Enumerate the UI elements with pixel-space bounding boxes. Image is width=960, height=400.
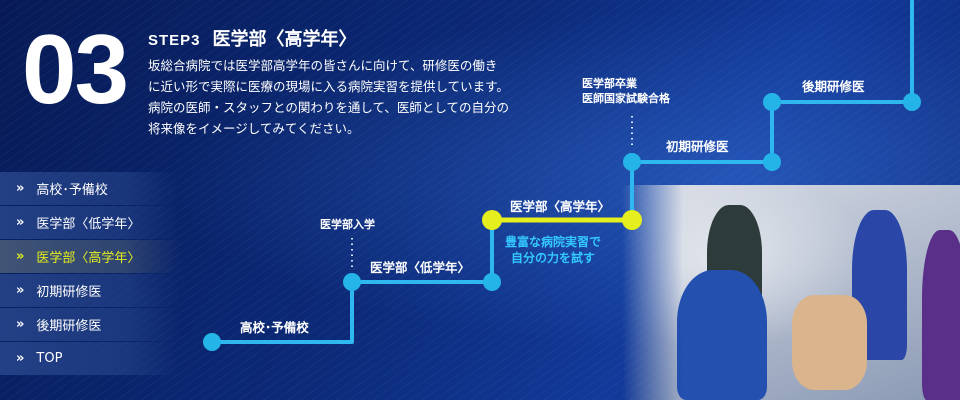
path-segment-upper (630, 0, 914, 222)
description-line: に近い形で実際に医療の現場に入る病院実習を提供しています。 (148, 79, 509, 94)
node-late-end (903, 93, 921, 111)
description-line: 坂総合病院では医学部高学年の皆さんに向けて、研修医の働き (148, 58, 498, 73)
description-line: 将来像をイメージしてみてください。 (148, 121, 360, 136)
node-med-upper-end (622, 210, 642, 230)
step-heading: STEP3 医学部〈高学年〉 (148, 25, 357, 51)
stage-label-med-lower: 医学部〈低学年〉 (370, 260, 471, 275)
stage-label-med-upper: 医学部〈高学年〉 (510, 199, 611, 214)
chevron-right-icon: » (16, 351, 25, 366)
stage-label-initial-resident: 初期研修医 (666, 139, 729, 154)
person-figure (922, 230, 960, 400)
node-med-lower-end (483, 273, 501, 291)
nav-item-med-upper[interactable]: » 医学部〈高学年〉 (0, 240, 180, 273)
node-med-upper-start (482, 210, 502, 230)
path-lines (210, 0, 914, 344)
nav-item-late-resident[interactable]: » 後期研修医 (0, 308, 180, 341)
path-nodes (203, 93, 921, 351)
training-photo (622, 185, 960, 400)
chevron-right-icon: » (16, 283, 25, 298)
step-label: STEP3 (148, 32, 201, 49)
nav-item-label: 後期研修医 (36, 319, 102, 334)
highlight-caption: 豊富な病院実習で 自分の力を試す (505, 234, 601, 266)
milestone-admission: 医学部入学 (320, 218, 375, 231)
node-graduation (623, 153, 641, 171)
nav-item-highschool[interactable]: » 高校･予備校 (0, 172, 180, 205)
step-description: 坂総合病院では医学部高学年の皆さんに向けて、研修医の働き に近い形で実際に医療の… (148, 55, 568, 139)
stage-label-highschool: 高校･予備校 (240, 320, 309, 335)
nav-item-label: 高校･予備校 (36, 183, 108, 198)
nav-item-label: 医学部〈低学年〉 (36, 217, 141, 232)
node-highschool (203, 333, 221, 351)
nav-item-top[interactable]: » TOP (0, 342, 180, 375)
highlight-line: 自分の力を試す (511, 251, 596, 265)
nav-item-med-lower[interactable]: » 医学部〈低学年〉 (0, 206, 180, 239)
milestone-graduation-line: 医師国家試験合格 (582, 92, 670, 105)
chevron-right-icon: » (16, 215, 25, 230)
milestone-graduation: 医学部卒業 医師国家試験合格 (582, 76, 670, 106)
node-late-start (763, 93, 781, 111)
milestone-graduation-line: 医学部卒業 (582, 77, 637, 90)
node-initial-end (763, 153, 781, 171)
nav-item-initial-resident[interactable]: » 初期研修医 (0, 274, 180, 307)
training-mannequin (792, 295, 867, 390)
person-figure (677, 270, 767, 400)
chevron-right-icon: » (16, 317, 25, 332)
highlight-line: 豊富な病院実習で (505, 235, 602, 249)
node-admission (343, 273, 361, 291)
chevron-right-icon: » (16, 249, 25, 264)
step-navigation: » 高校･予備校 » 医学部〈低学年〉 » 医学部〈高学年〉 » 初期研修医 »… (0, 172, 180, 376)
step-title: 医学部〈高学年〉 (212, 29, 357, 50)
stage-label-late-resident: 後期研修医 (802, 79, 865, 94)
nav-item-label: 医学部〈高学年〉 (36, 251, 141, 266)
step-number: 03 (22, 14, 129, 124)
chevron-right-icon: » (16, 181, 25, 196)
description-line: 病院の医師・スタッフとの関わりを通して、医師としての自分の (148, 100, 510, 115)
nav-item-label: 初期研修医 (36, 285, 102, 300)
nav-item-label: TOP (36, 351, 63, 366)
